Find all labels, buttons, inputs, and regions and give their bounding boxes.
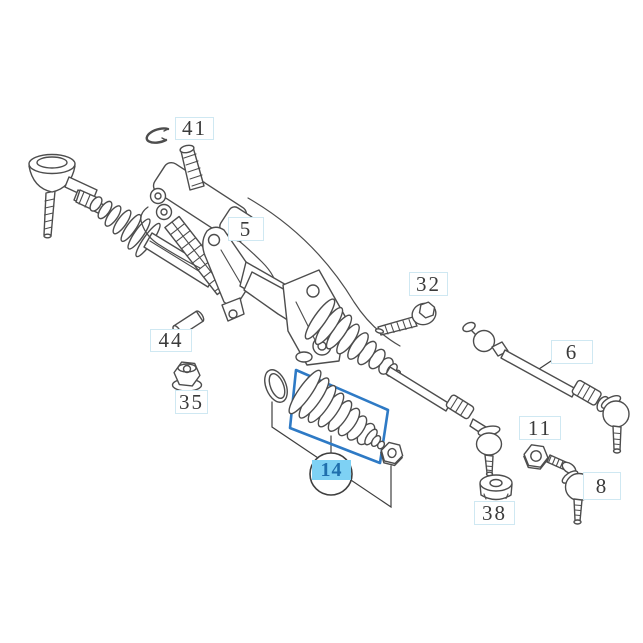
part-label-35[interactable]: 35: [175, 390, 208, 414]
bolt-drawing: [374, 301, 437, 336]
part-label-32[interactable]: 32: [409, 272, 448, 296]
part-label-5[interactable]: 5: [228, 217, 264, 241]
push-nut-drawing: [479, 474, 513, 501]
left-boot-drawing: [89, 196, 161, 258]
snap-ring-drawing: [145, 127, 170, 144]
center-tie-rod-drawing: [385, 366, 503, 477]
tie-rod-assembly-drawing: [462, 321, 630, 454]
left-tie-rod-end-drawing: [28, 153, 105, 239]
boot-kit-clamp-ring: [264, 369, 288, 403]
part-label-11[interactable]: 11: [519, 416, 561, 440]
right-boot-attached-drawing: [304, 298, 402, 379]
part-label-8[interactable]: 8: [583, 472, 621, 500]
hex-nut-drawing: [523, 444, 549, 470]
flange-nut-drawing: [171, 361, 203, 392]
steering-boot-part-drawing: [288, 369, 386, 450]
part-label-44[interactable]: 44: [150, 328, 192, 352]
part-label-14-highlighted[interactable]: 14: [312, 459, 351, 481]
part-label-41[interactable]: 41: [175, 116, 214, 140]
part-label-38[interactable]: 38: [474, 501, 515, 525]
part-label-6[interactable]: 6: [551, 340, 593, 364]
boot-kit-nut: [380, 441, 404, 467]
